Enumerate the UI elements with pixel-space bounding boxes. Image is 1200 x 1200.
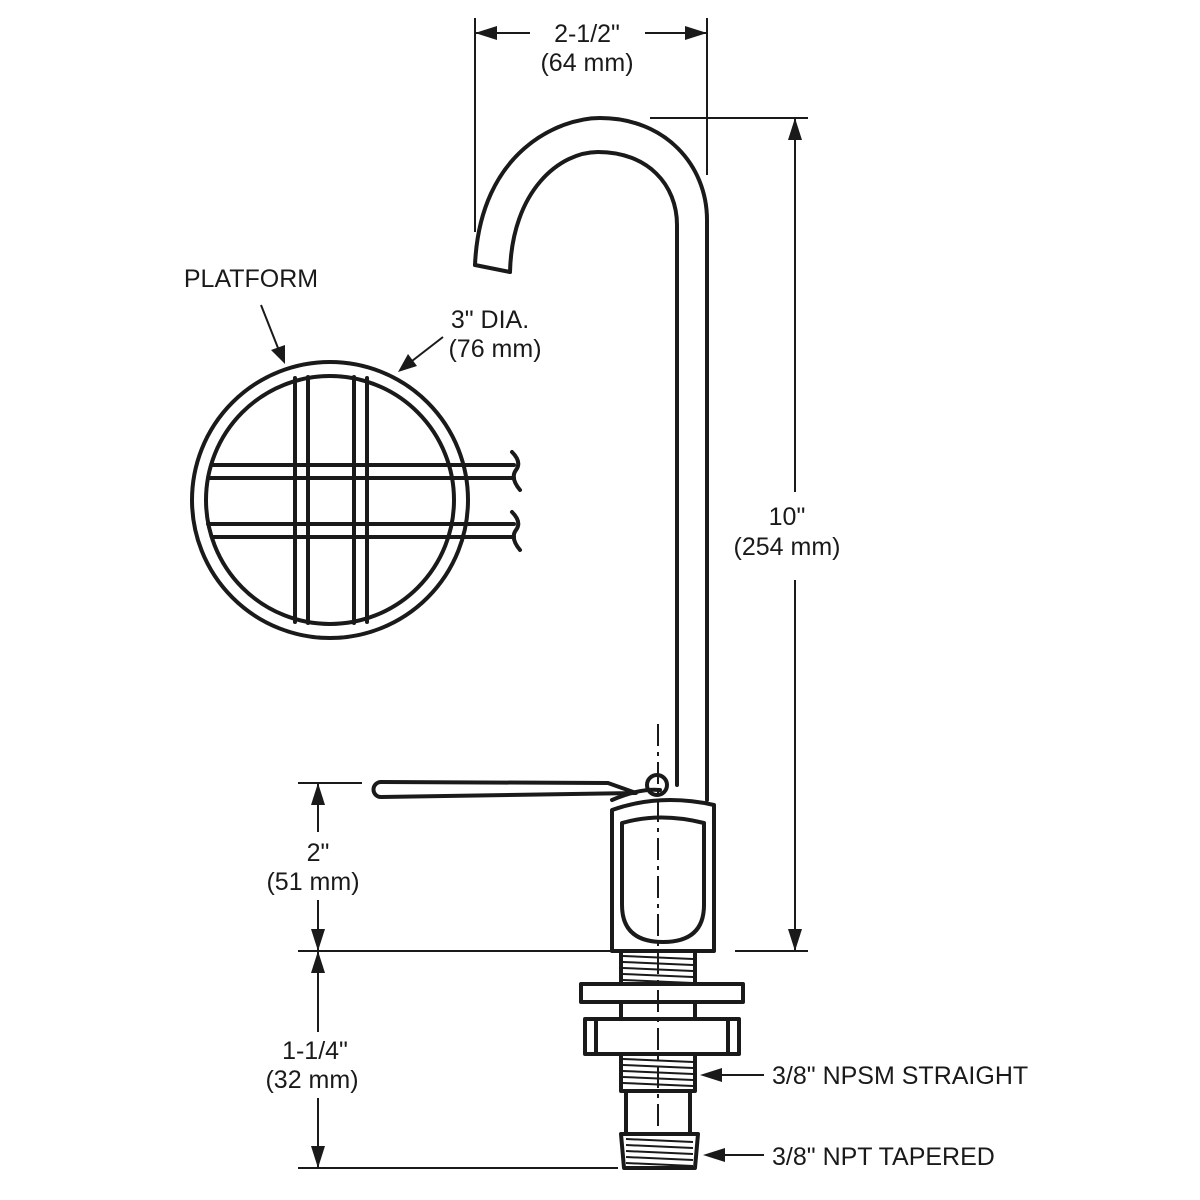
lever-arm bbox=[371, 780, 638, 799]
thread-callouts: 3/8" NPSM STRAIGHT 3/8" NPT TAPERED bbox=[700, 1062, 1028, 1171]
spout-inner-contour bbox=[508, 150, 679, 787]
reach-arrow-left bbox=[475, 26, 497, 40]
npsm-leader-arrow bbox=[700, 1068, 722, 1082]
platform-dia-leader-arrow bbox=[398, 354, 417, 372]
platform-leader-arrow bbox=[271, 345, 285, 364]
platform-break-upper bbox=[510, 450, 522, 492]
shank-arrow-bottom bbox=[311, 1146, 325, 1168]
body-inner-slot bbox=[620, 815, 706, 944]
shank-metric-label: (32 mm) bbox=[265, 1066, 358, 1094]
lever-height-arrow-top bbox=[311, 783, 325, 805]
shank-imperial-label: 1-1/4" bbox=[282, 1037, 348, 1065]
thread-line bbox=[625, 1156, 694, 1161]
thread-line bbox=[622, 973, 694, 978]
mounting-nut-face bbox=[594, 1017, 730, 1056]
lever-hub bbox=[610, 787, 662, 802]
thread-line bbox=[625, 1150, 694, 1155]
height-imperial-label: 10" bbox=[769, 503, 806, 531]
thread-line bbox=[625, 1144, 694, 1149]
washer bbox=[579, 982, 745, 1004]
reach-dimension: 2-1/2" (64 mm) bbox=[474, 18, 708, 232]
npt-thread bbox=[619, 1132, 700, 1170]
thread-line bbox=[622, 955, 694, 960]
shank-assembly bbox=[579, 949, 745, 1170]
thread-line bbox=[622, 1064, 694, 1069]
shank-arrow-top bbox=[311, 951, 325, 973]
platform-inner-ring bbox=[204, 374, 456, 626]
height-arrow-bottom bbox=[788, 929, 802, 951]
platform-dia-metric-label: (76 mm) bbox=[448, 335, 541, 363]
platform-break-lower bbox=[510, 510, 522, 552]
npt-thread-lines bbox=[625, 1138, 694, 1167]
lever-handle bbox=[371, 773, 669, 802]
thread-line bbox=[622, 1070, 694, 1075]
platform-outer-ring bbox=[190, 360, 470, 640]
faucet-body bbox=[610, 724, 716, 1130]
platform-leader bbox=[260, 304, 279, 349]
platform-dia-imperial-label: 3" DIA. bbox=[451, 306, 529, 334]
thread-line bbox=[625, 1138, 694, 1143]
height-metric-label: (254 mm) bbox=[734, 533, 841, 561]
mounting-nut bbox=[583, 1017, 741, 1056]
platform-detail: PLATFORM 3" DIA. (76 mm) bbox=[184, 265, 542, 640]
npsm-thread-lines bbox=[622, 1058, 694, 1087]
shank-length-dimension: 1-1/4" (32 mm) bbox=[265, 951, 618, 1169]
spout-tip bbox=[473, 263, 512, 274]
reach-metric-label: (64 mm) bbox=[540, 49, 633, 77]
lever-height-metric-label: (51 mm) bbox=[266, 868, 359, 896]
thread-line bbox=[622, 1076, 694, 1081]
height-dimension: 10" (254 mm) bbox=[734, 117, 841, 952]
gooseneck-spout bbox=[473, 116, 760, 802]
lever-height-imperial-label: 2" bbox=[307, 839, 330, 867]
npsm-callout-label: 3/8" NPSM STRAIGHT bbox=[772, 1062, 1028, 1090]
lever-height-dimension: 2" (51 mm) bbox=[266, 782, 612, 952]
npt-callout-label: 3/8" NPT TAPERED bbox=[772, 1143, 995, 1171]
thread-line bbox=[625, 1162, 694, 1167]
height-arrow-top bbox=[788, 118, 802, 140]
lever-height-arrow-bottom bbox=[311, 929, 325, 951]
thread-line bbox=[622, 967, 694, 972]
platform-callout-label: PLATFORM bbox=[184, 265, 318, 293]
thread-line bbox=[622, 961, 694, 966]
reach-arrow-right bbox=[685, 26, 707, 40]
thread-line bbox=[622, 1058, 694, 1063]
npt-leader-arrow bbox=[703, 1148, 725, 1162]
reach-imperial-label: 2-1/2" bbox=[554, 20, 620, 48]
platform-dia-leader bbox=[411, 336, 444, 362]
spout-outer-contour bbox=[473, 116, 709, 802]
body-outline bbox=[610, 798, 716, 953]
thread-line bbox=[622, 1082, 694, 1087]
